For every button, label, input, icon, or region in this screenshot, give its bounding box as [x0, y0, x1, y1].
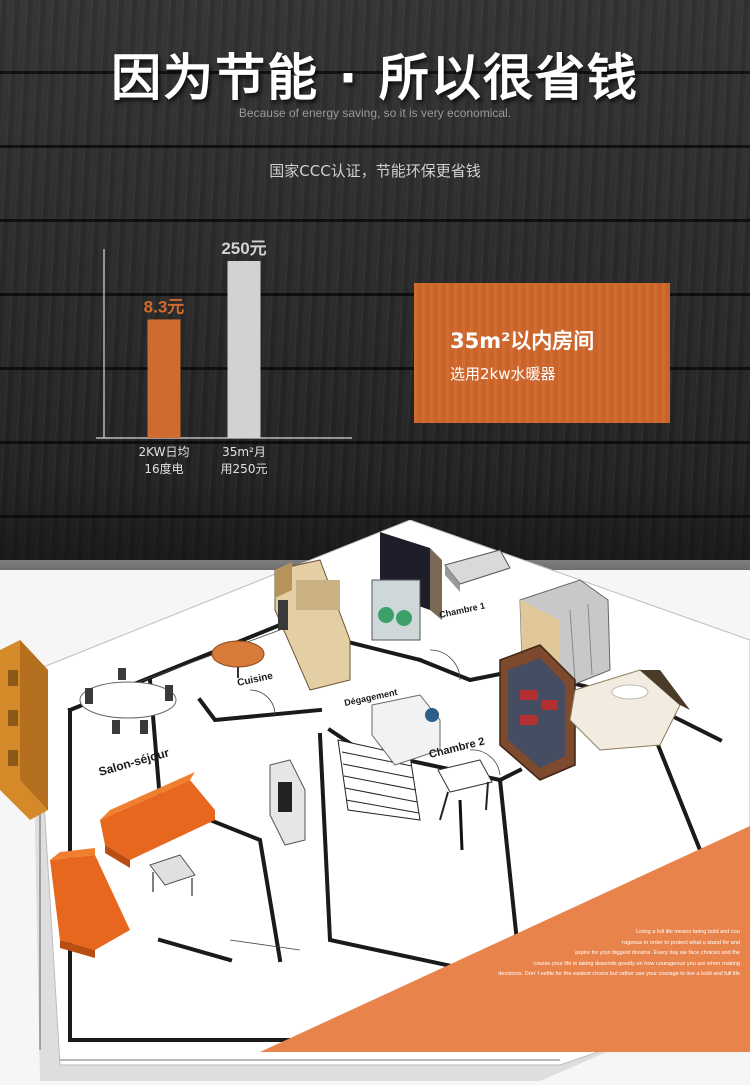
- certification-text: 国家CCC认证，节能环保更省钱: [269, 162, 481, 180]
- coffee-table: [149, 854, 196, 896]
- page-title: 因为节能 · 所以很省钱: [111, 49, 639, 107]
- sofa-side: [50, 848, 130, 958]
- chart-category-line: 用250元: [221, 462, 268, 476]
- chart-value-label-2: 250元: [221, 239, 266, 258]
- chart-bar-1: [147, 319, 181, 438]
- orange-corner-triangle: [260, 826, 750, 1052]
- chart-category-line: 16度电: [144, 461, 183, 476]
- floor-plan-svg: Salon-séjour Cuisine Dégagement Chambre …: [0, 519, 750, 1081]
- slogan-text: Living a full life means being bold and …: [410, 927, 740, 980]
- bed: [569, 669, 690, 751]
- display-cabinet: [499, 644, 576, 781]
- slogan-line-2: rageous in order to protect what u stand…: [622, 939, 740, 946]
- chart-bar-2: [227, 261, 261, 438]
- cost-comparison-chart: 8.3元 250元 2KW日均 16度电 35m²月用250元: [90, 235, 360, 485]
- page-subtitle: Because of energy saving, so it is very …: [238, 106, 512, 120]
- info-box-title: 35m²以内房间: [450, 329, 595, 353]
- sofa-long: [100, 772, 215, 868]
- tv-cabinet: [371, 532, 442, 641]
- dining-table: [79, 668, 177, 734]
- chart-category-label-2: 35m²月用250元: [221, 445, 268, 476]
- tv-stand: [269, 759, 306, 846]
- chart-svg: 8.3元 250元 2KW日均 16度电 35m²月用250元: [96, 239, 352, 476]
- kitchen-counter: [274, 559, 351, 691]
- floor-plan-illustration: Salon-séjour Cuisine Dégagement Chambre …: [0, 519, 750, 1081]
- bookshelf: [0, 640, 48, 820]
- slogan-line-3: aspire for your biggest dreams. Every da…: [574, 950, 740, 956]
- chart-category-line: 2KW日均: [139, 445, 190, 459]
- office-desk: [437, 759, 493, 851]
- kitchen-table: [211, 640, 265, 678]
- slogan-line-5: decisions. Don’ t settle for the easiest…: [498, 971, 740, 977]
- chart-category-label-1: 2KW日均 16度电: [139, 445, 190, 476]
- chart-category-line: 35m²月: [222, 445, 266, 459]
- slogan-line-1: Living a full life means being bold and …: [636, 929, 740, 935]
- sofa-top: [444, 549, 511, 592]
- room-size-info-box: 35m²以内房间 选用2kw水暖器: [414, 283, 670, 423]
- chart-value-label-1: 8.3元: [144, 297, 185, 316]
- info-box-subtitle: 选用2kw水暖器: [450, 365, 556, 383]
- slogan-line-4: course your life is taking depends great…: [533, 960, 740, 967]
- desk-corridor: [371, 694, 441, 766]
- wood-background: [0, 0, 750, 560]
